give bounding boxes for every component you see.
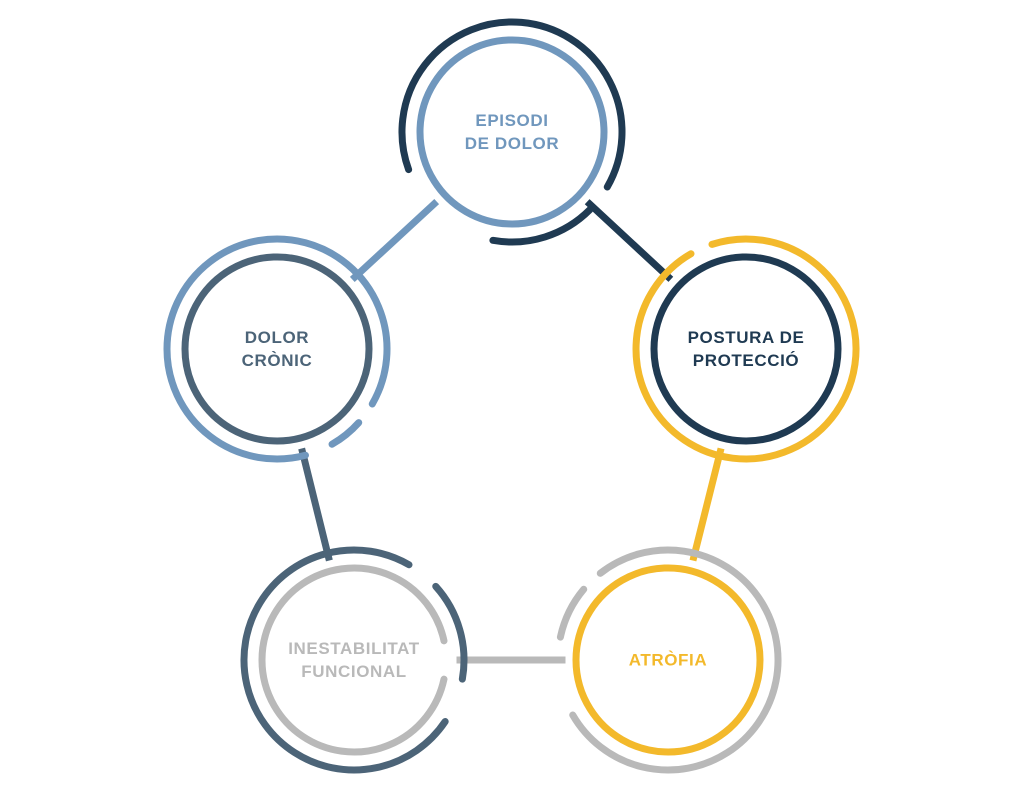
outer-ring-episodi — [489, 206, 594, 246]
node-disc-inestabilitat — [259, 565, 449, 755]
node-label-episodi-de-dolor: EPISODI DE DOLOR — [422, 109, 602, 155]
inner-ring-atrofia — [572, 564, 764, 756]
inner-ring-inestabilitat — [258, 564, 448, 756]
node-label-line: INESTABILITAT — [288, 639, 420, 658]
node-label-inestabilitat-funcional: INESTABILITAT FUNCIONAL — [264, 637, 444, 683]
node-disc-atrofia — [573, 565, 763, 755]
node-label-line: DOLOR — [244, 328, 310, 347]
inner-ring-postura — [650, 253, 842, 445]
connector-dolor-to-episodi — [349, 198, 440, 283]
inner-ring-dolor — [181, 253, 373, 445]
node-label-line: PROTECCIÓ — [692, 351, 800, 370]
node-label-line: EPISODI — [475, 111, 549, 130]
outer-ring-postura — [632, 235, 860, 463]
node-disc-dolor — [182, 254, 372, 444]
node-label-dolor-cronic: DOLOR CRÒNIC — [187, 326, 367, 372]
node-label-line: CRÒNIC — [241, 351, 313, 370]
connector-episodi-to-postura — [584, 199, 674, 282]
node-label-line: ATRÒFIA — [628, 650, 708, 670]
outer-ring-dolor — [328, 419, 363, 448]
connector-inestabilitat-to-dolor — [298, 447, 333, 562]
node-disc-episodi — [417, 37, 607, 227]
node-label-line: FUNCIONAL — [301, 662, 407, 681]
inner-ring-episodi — [416, 36, 608, 228]
node-label-line: DE DOLOR — [464, 134, 560, 153]
outer-ring-atrofia — [569, 546, 782, 774]
connector-postura-to-atrofia — [689, 447, 725, 562]
node-label-line: POSTURA DE — [687, 328, 805, 347]
node-label-atrofia: ATRÒFIA — [578, 649, 758, 672]
node-label-postura-de-proteccio: POSTURA DE PROTECCIÓ — [656, 326, 836, 372]
outer-ring-atrofia — [556, 585, 588, 641]
ring-layer — [163, 18, 860, 774]
outer-ring-inestabilitat — [240, 546, 449, 774]
outer-ring-episodi — [398, 18, 626, 191]
outer-ring-dolor — [163, 235, 391, 463]
node-disc-postura — [651, 254, 841, 444]
outer-ring-inestabilitat — [432, 582, 468, 683]
connector-layer — [298, 198, 725, 664]
